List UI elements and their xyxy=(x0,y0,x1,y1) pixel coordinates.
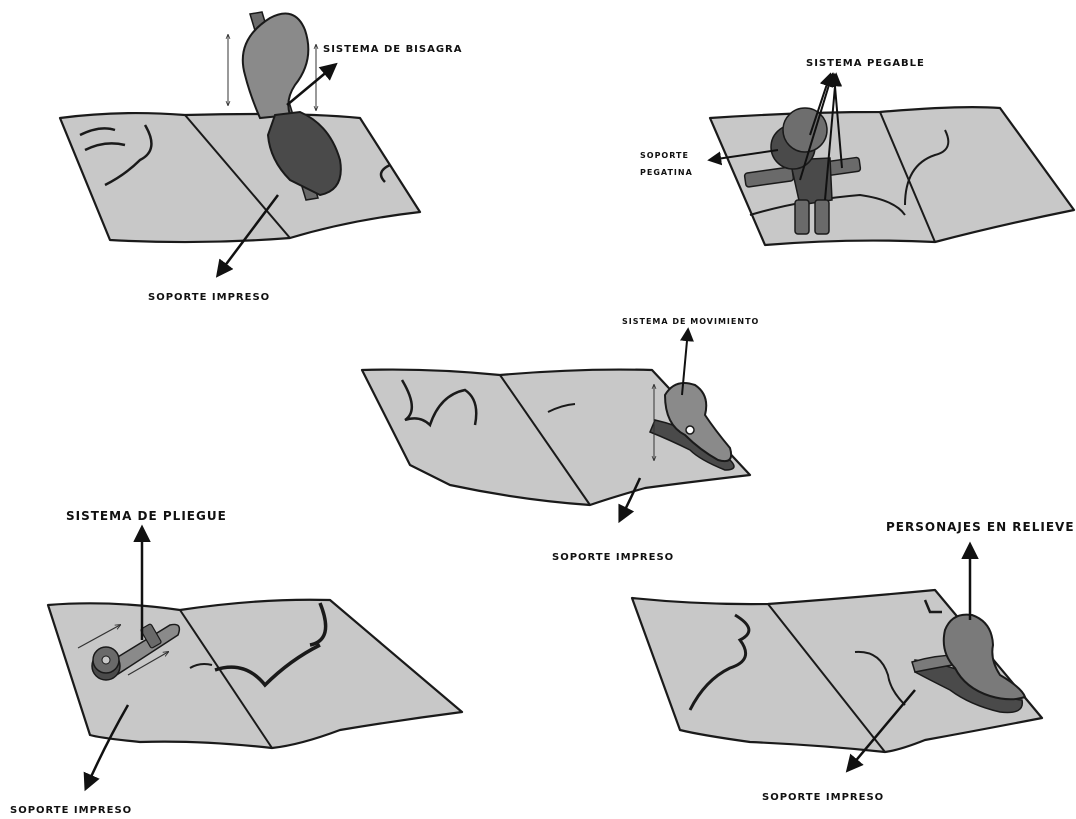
label-printed-support: SOPORTE IMPRESO xyxy=(552,552,674,563)
label-sticky-system: SISTEMA PEGABLE xyxy=(806,58,925,69)
fold-wheel-hub xyxy=(102,656,110,664)
label-relief-characters: PERSONAJES EN RELIEVE xyxy=(886,520,1075,534)
label-sticker-support-line1: SOPORTE xyxy=(640,151,689,160)
label-movement-system: SISTEMA DE MOVIMIENTO xyxy=(622,317,759,326)
hinge-upper-flap xyxy=(243,14,309,118)
panel-fold-system: SISTEMA DE PLIEGUE SOPORTE IMPRESO xyxy=(10,509,462,816)
panel-hinge-system: SISTEMA DE BISAGRA SOPORTE IMPRESO xyxy=(60,12,463,303)
label-hinge-system: SISTEMA DE BISAGRA xyxy=(323,44,463,55)
panel-movement-system: SISTEMA DE MOVIMIENTO SOPORTE IMPRESO xyxy=(362,317,759,563)
sticker-leg-right xyxy=(815,200,829,234)
sticker-leg-left xyxy=(795,200,809,234)
printed-support-sheet xyxy=(60,113,420,242)
panel-sticker-system: SISTEMA PEGABLE SOPORTE PEGATINA xyxy=(640,58,1074,245)
pivot-pin xyxy=(686,426,694,434)
label-fold-system: SISTEMA DE PLIEGUE xyxy=(66,509,227,523)
label-printed-support: SOPORTE IMPRESO xyxy=(148,292,270,303)
label-sticker-support-line2: PEGATINA xyxy=(640,168,693,177)
panel-relief-characters: PERSONAJES EN RELIEVE SOPORTE IMPRESO xyxy=(632,520,1075,803)
label-printed-support: SOPORTE IMPRESO xyxy=(10,805,132,816)
label-printed-support: SOPORTE IMPRESO xyxy=(762,792,884,803)
